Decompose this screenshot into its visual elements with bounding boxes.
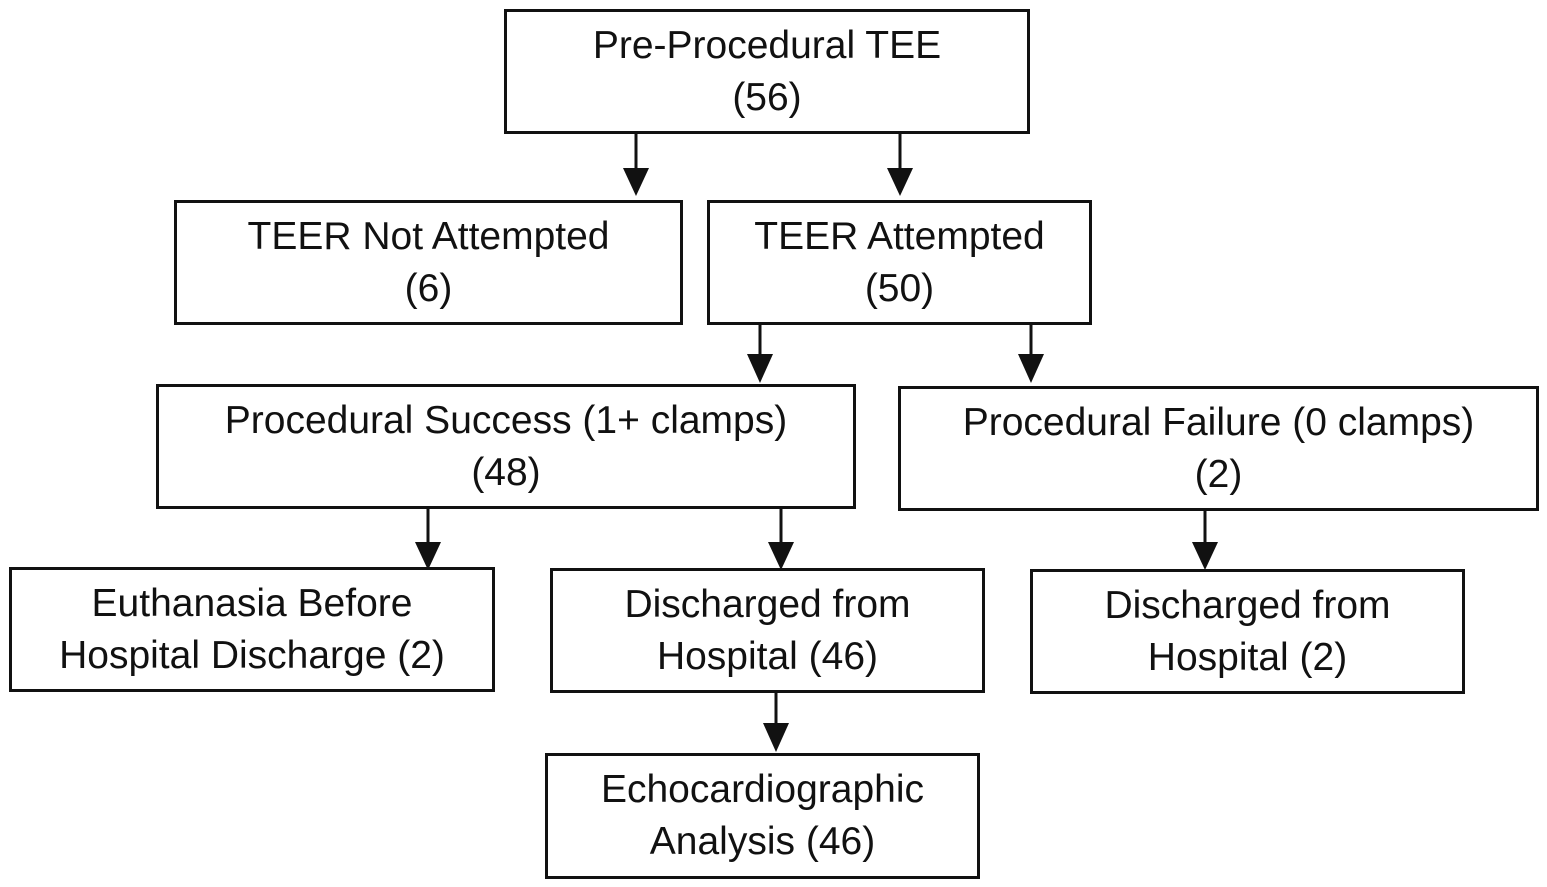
arrow-success-to-discharged — [768, 508, 794, 570]
arrow-failure-to-discharged — [1192, 510, 1218, 570]
arrow-attempted-to-failure — [1018, 324, 1044, 383]
node-procedural-failure: Procedural Failure (0 clamps) (2) — [898, 386, 1539, 511]
node-teer-attempted: TEER Attempted (50) — [707, 200, 1092, 325]
node-count: (2) — [1194, 452, 1243, 496]
node-count: (6) — [404, 266, 453, 310]
arrow-attempted-to-success — [747, 324, 773, 383]
node-count: (50) — [864, 266, 935, 310]
node-discharged-from-hospital-failure: Discharged from Hospital (2) — [1030, 569, 1465, 694]
node-label-line2: Analysis (46) — [649, 820, 876, 863]
arrow-discharged-to-echo — [763, 692, 789, 752]
node-discharged-from-hospital-success: Discharged from Hospital (46) — [550, 568, 985, 693]
node-label-line1: Procedural Failure (0 clamps) — [962, 400, 1475, 444]
node-label-line1: TEER Not Attempted — [247, 214, 610, 258]
node-label-line1: TEER Attempted — [754, 214, 1045, 258]
node-label-line1: Echocardiographic — [600, 768, 925, 811]
arrow-pre-to-not-attempted — [623, 133, 649, 196]
node-count: (56) — [732, 75, 802, 119]
node-label-line1: Pre-Procedural TEE — [592, 23, 942, 67]
node-label-line1: Euthanasia Before — [91, 581, 413, 625]
node-count: (48) — [471, 450, 541, 494]
node-label-line1: Discharged from — [624, 582, 911, 626]
node-teer-not-attempted: TEER Not Attempted (6) — [174, 200, 683, 325]
node-euthanasia-before-discharge: Euthanasia Before Hospital Discharge (2) — [9, 567, 495, 692]
node-label-line2: Hospital Discharge (2) — [59, 633, 445, 677]
arrow-pre-to-attempted — [887, 133, 913, 196]
node-echocardiographic-analysis: Echocardiographic Analysis (46) — [545, 753, 980, 879]
arrow-success-to-euthanasia — [415, 508, 441, 570]
node-label-line1: Discharged from — [1104, 583, 1391, 627]
node-pre-procedural-tee: Pre-Procedural TEE (56) — [504, 9, 1030, 134]
node-label-line2: Hospital (2) — [1147, 635, 1348, 679]
node-label-line2: Hospital (46) — [656, 634, 879, 678]
node-label-line1: Procedural Success (1+ clamps) — [224, 398, 788, 442]
node-procedural-success: Procedural Success (1+ clamps) (48) — [156, 384, 856, 509]
